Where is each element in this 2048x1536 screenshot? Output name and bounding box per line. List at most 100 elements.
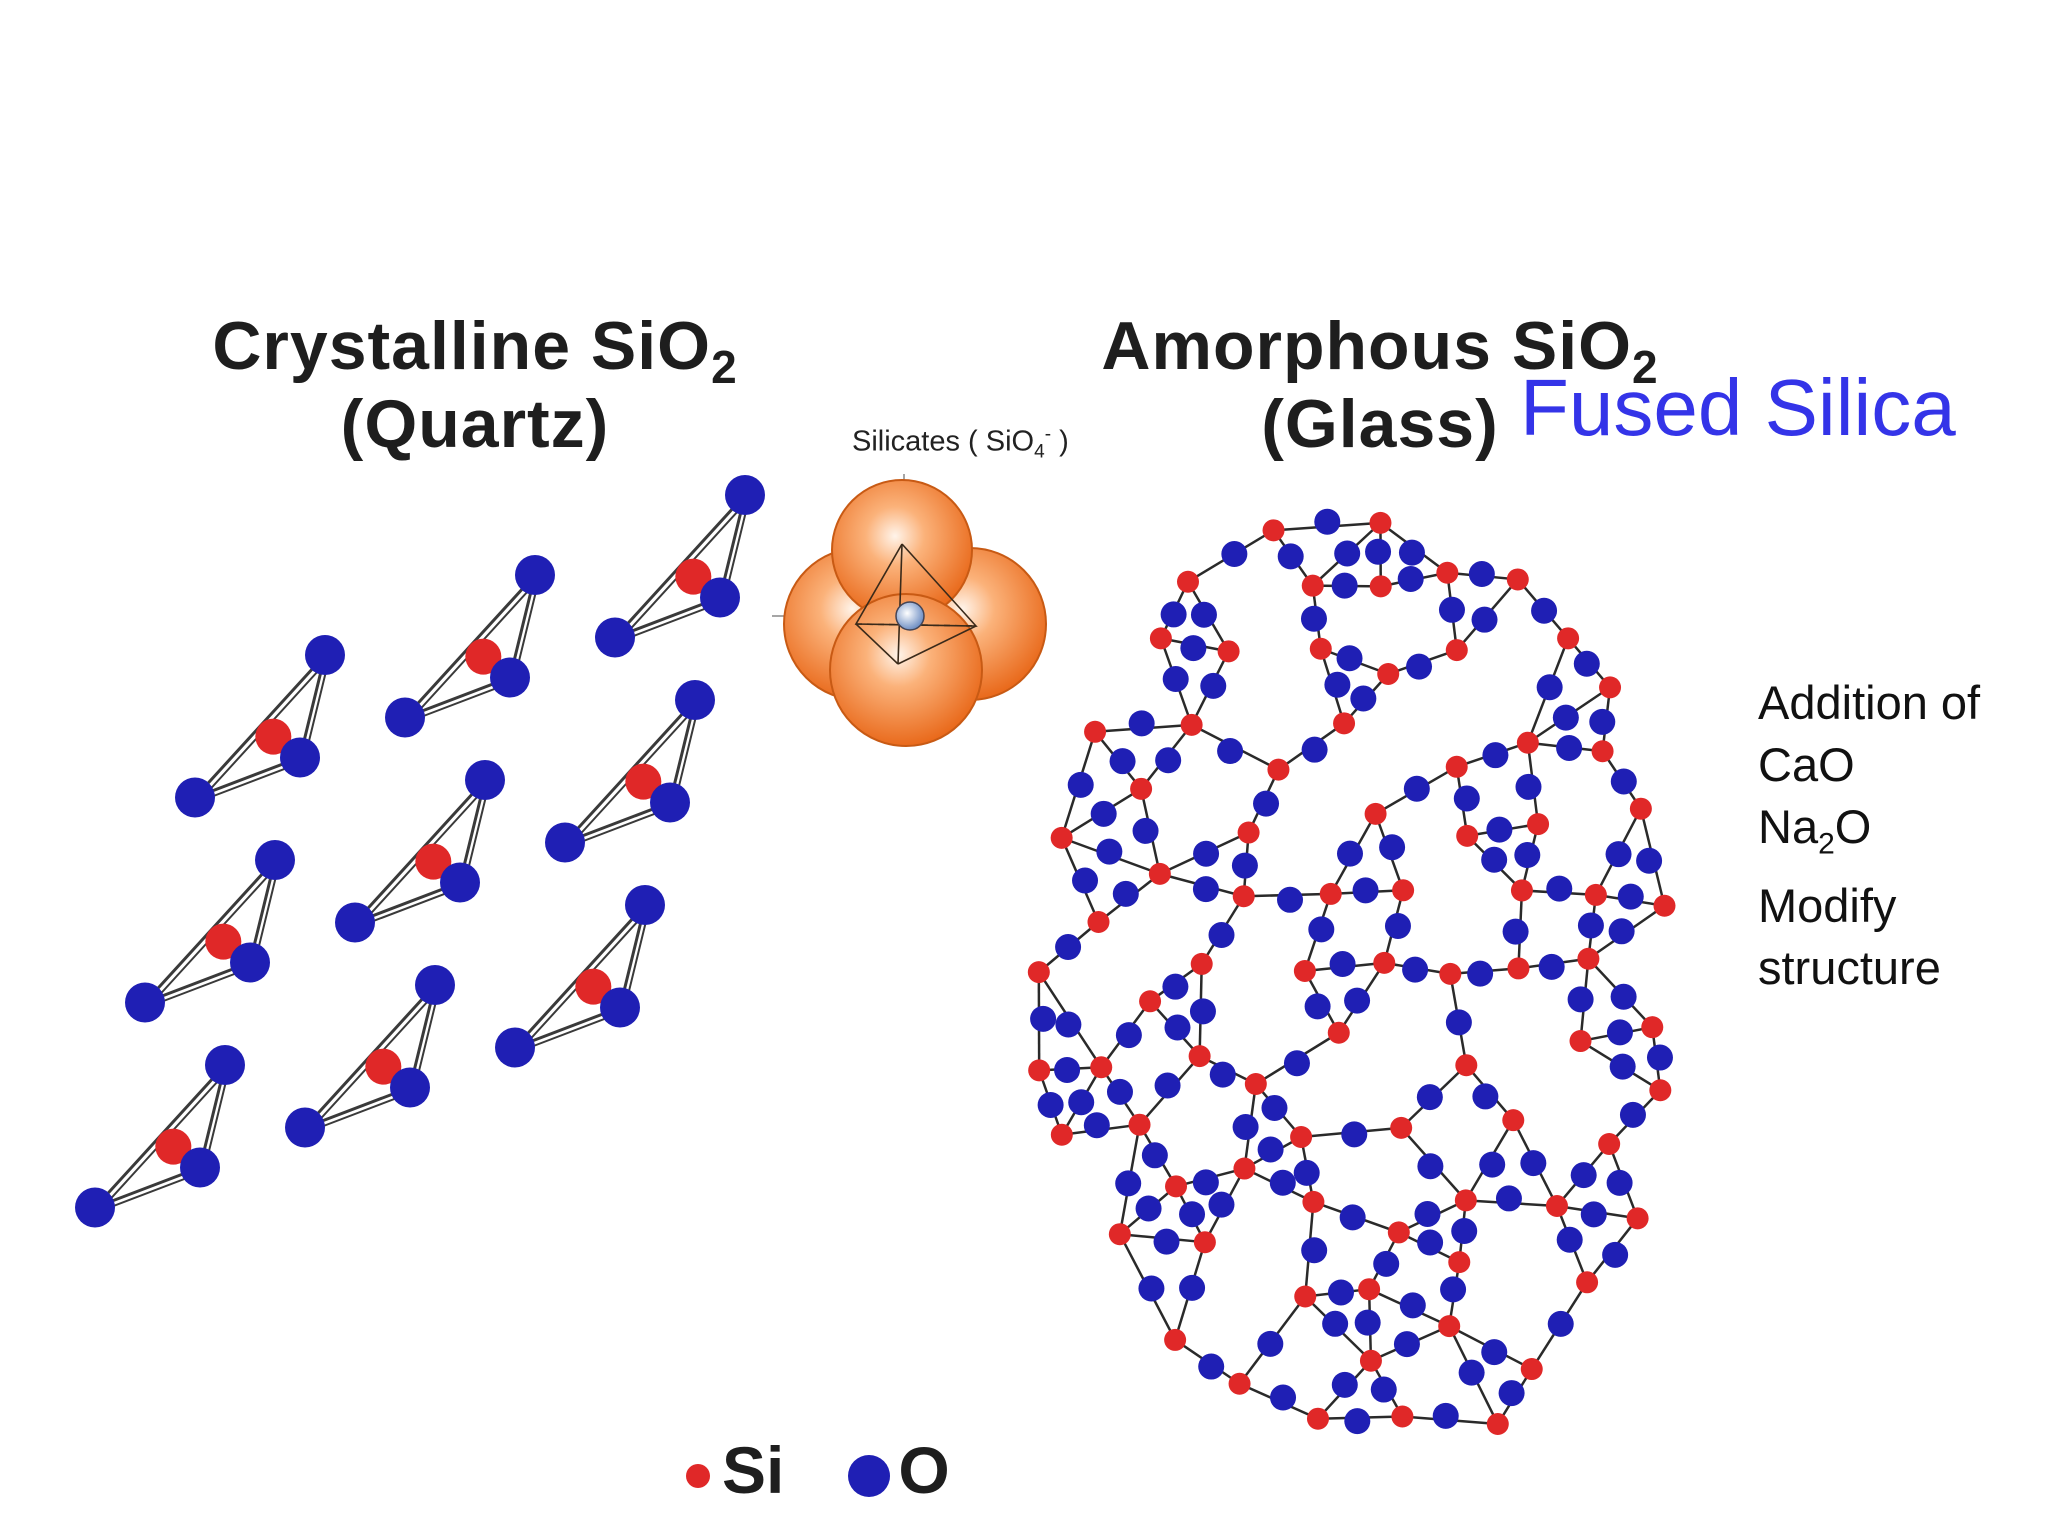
o-atom <box>1277 886 1304 913</box>
si-atom <box>1139 990 1162 1013</box>
si-atom <box>1641 1016 1664 1039</box>
o-atom <box>725 475 765 515</box>
o-atom <box>1232 1113 1259 1140</box>
si-atom <box>1629 797 1652 820</box>
si-atom <box>1598 1133 1621 1156</box>
si-atom <box>1237 821 1260 844</box>
o-atom <box>280 737 320 778</box>
o-atom <box>1154 1072 1181 1099</box>
o-atom <box>650 782 690 823</box>
si-atom <box>1293 959 1316 982</box>
o-atom <box>1468 561 1495 588</box>
amorphous-title-text: Amorphous SiO <box>1101 308 1632 384</box>
notes-line-na2o: Na2O <box>1758 796 1980 875</box>
o-atom <box>1610 983 1637 1010</box>
o-atom <box>1515 773 1542 800</box>
si-atom <box>1084 720 1107 743</box>
o-atom <box>1397 565 1424 592</box>
notes-line-structure: structure <box>1758 941 1941 995</box>
si-atom <box>1027 961 1050 984</box>
o-atom <box>1200 672 1227 699</box>
o-atom <box>515 555 555 595</box>
si-atom <box>1165 1175 1188 1198</box>
o-atom <box>335 902 375 943</box>
si-atom <box>1448 1251 1471 1274</box>
o-atom <box>700 577 740 618</box>
o-atom <box>1160 601 1187 628</box>
o-atom <box>1546 875 1573 902</box>
o-atom <box>1132 817 1159 844</box>
o-atom <box>1030 1005 1057 1032</box>
si-atom <box>1050 826 1073 849</box>
o-atom <box>1370 1376 1397 1403</box>
o-atom <box>305 635 345 675</box>
o-atom <box>1162 973 1189 1000</box>
o-atom <box>1135 1195 1162 1222</box>
o-atom <box>1301 736 1328 763</box>
o-atom <box>1283 1050 1310 1077</box>
o-atom <box>545 822 585 863</box>
o-atom <box>1416 1084 1443 1111</box>
o-atom <box>1090 800 1117 827</box>
si-atom <box>1327 1021 1350 1044</box>
o-atom <box>440 862 480 903</box>
o-atom <box>175 777 215 818</box>
o-atom <box>1155 747 1182 774</box>
amorphous-title: Amorphous SiO2 (Glass) <box>1055 312 1705 458</box>
o-atom <box>675 680 715 720</box>
si-atom <box>205 923 242 960</box>
si-atom <box>1387 1221 1410 1244</box>
si-atom <box>1377 663 1400 686</box>
o-atom <box>1096 838 1123 865</box>
si-atom <box>1319 882 1342 905</box>
o-atom <box>1514 842 1541 869</box>
o-atom <box>1399 1292 1426 1319</box>
o-atom <box>180 1147 220 1188</box>
si-atom <box>1653 894 1676 917</box>
o-atom <box>255 840 295 880</box>
crystalline-subtitle: (Quartz) <box>340 386 610 462</box>
si-atom <box>1373 951 1396 974</box>
si-atom <box>1090 1056 1113 1079</box>
si-atom <box>1358 1278 1381 1301</box>
na2o-o: O <box>1834 800 1872 853</box>
o-atom <box>390 1067 430 1108</box>
si-atom <box>1584 883 1607 906</box>
o-atom <box>1605 841 1632 868</box>
o-atom <box>1331 572 1358 599</box>
si-atom <box>1306 1407 1329 1430</box>
o-atom <box>1577 912 1604 939</box>
notes-line-cao: CaO <box>1758 738 1855 791</box>
o-atom <box>1451 1218 1478 1245</box>
si-atom <box>1507 957 1530 980</box>
o-atom <box>1304 993 1331 1020</box>
o-atom <box>1453 785 1480 812</box>
si-atom <box>1569 1030 1592 1053</box>
o-atom <box>205 1045 245 1085</box>
o-atom <box>385 697 425 738</box>
o-atom <box>1471 606 1498 633</box>
silicon-atom <box>895 601 925 631</box>
amorphous-subtitle: (Glass) <box>1261 386 1499 462</box>
crystalline-title: Crystalline SiO2 (Quartz) <box>170 312 780 458</box>
o-atom <box>1179 1201 1206 1228</box>
o-atom <box>1208 922 1235 949</box>
si-atom <box>1128 1113 1151 1136</box>
si-atom <box>1392 879 1415 902</box>
na2o-na: Na <box>1758 800 1819 853</box>
si-atom <box>1302 1190 1325 1213</box>
o-atom <box>1293 1159 1320 1186</box>
o-atom <box>1498 1380 1525 1407</box>
o-atom <box>1054 1056 1081 1083</box>
o-atom <box>1189 998 1216 1025</box>
o-atom <box>1482 742 1509 769</box>
o-atom <box>1602 1241 1629 1268</box>
silicates-prefix: Silicates ( SiO <box>852 425 1035 458</box>
si-atom <box>1294 1285 1317 1308</box>
o-atom <box>1458 1359 1485 1386</box>
o-atom <box>1164 1014 1191 1041</box>
o-atom <box>1162 666 1189 693</box>
o-atom <box>1190 601 1217 628</box>
